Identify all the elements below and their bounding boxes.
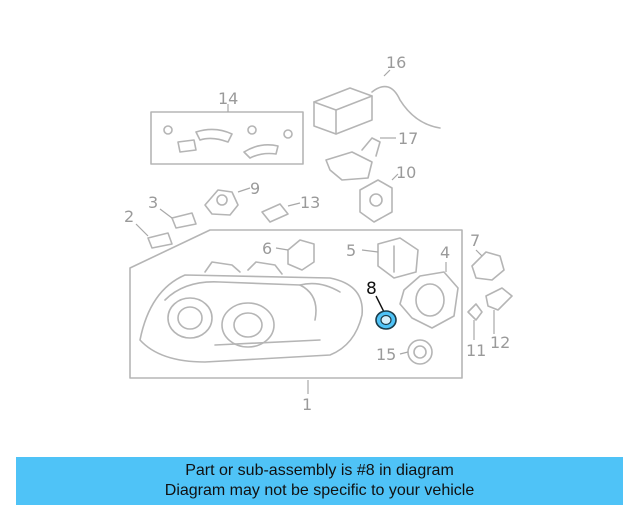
callout-3: 3 <box>148 193 158 212</box>
callout-13: 13 <box>300 193 320 212</box>
part-16-ballast <box>313 69 441 135</box>
headlamp-assembly-box <box>129 229 463 379</box>
part-8-seal <box>375 295 397 330</box>
part-13-bulb <box>261 202 301 223</box>
callout-7: 7 <box>470 231 480 250</box>
callout-16: 16 <box>386 53 406 72</box>
part-12-socket <box>485 287 513 334</box>
banner-disclaimer: Diagram may not be specific to your vehi… <box>164 482 475 499</box>
part-9-bulb <box>204 187 251 216</box>
part-5-cover <box>361 237 419 279</box>
banner-part-info: Part or sub-assembly is #8 in diagram <box>185 462 454 479</box>
part-15-cap <box>399 339 433 365</box>
part-2-bracket <box>135 223 173 249</box>
part-10-igniter <box>359 173 399 223</box>
callout-4: 4 <box>440 243 450 262</box>
callout-1: 1 <box>302 395 312 414</box>
callout-11: 11 <box>466 341 486 360</box>
callout-2: 2 <box>124 207 134 226</box>
callout-5: 5 <box>346 241 356 260</box>
part-17-bracket <box>325 137 396 181</box>
part-14-kit-box <box>150 104 304 165</box>
callout-9: 9 <box>250 179 260 198</box>
callout-8: 8 <box>366 279 377 299</box>
callout-17: 17 <box>398 129 418 148</box>
callout-14: 14 <box>218 89 238 108</box>
parts-diagram: 1 2 3 4 5 6 7 8 9 10 11 12 13 14 15 16 1… <box>124 53 513 414</box>
callout-15: 15 <box>376 345 396 364</box>
part-11-bulb <box>467 303 483 340</box>
callout-6: 6 <box>262 239 272 258</box>
callout-12: 12 <box>490 333 510 352</box>
part-7-bulb <box>471 249 505 281</box>
callout-10: 10 <box>396 163 416 182</box>
part-6-actuator <box>275 239 315 271</box>
headlamp-housing <box>139 261 363 363</box>
part-3-clip <box>159 208 197 229</box>
part-4-housing <box>399 262 459 329</box>
info-banner: Part or sub-assembly is #8 in diagram Di… <box>16 457 623 505</box>
